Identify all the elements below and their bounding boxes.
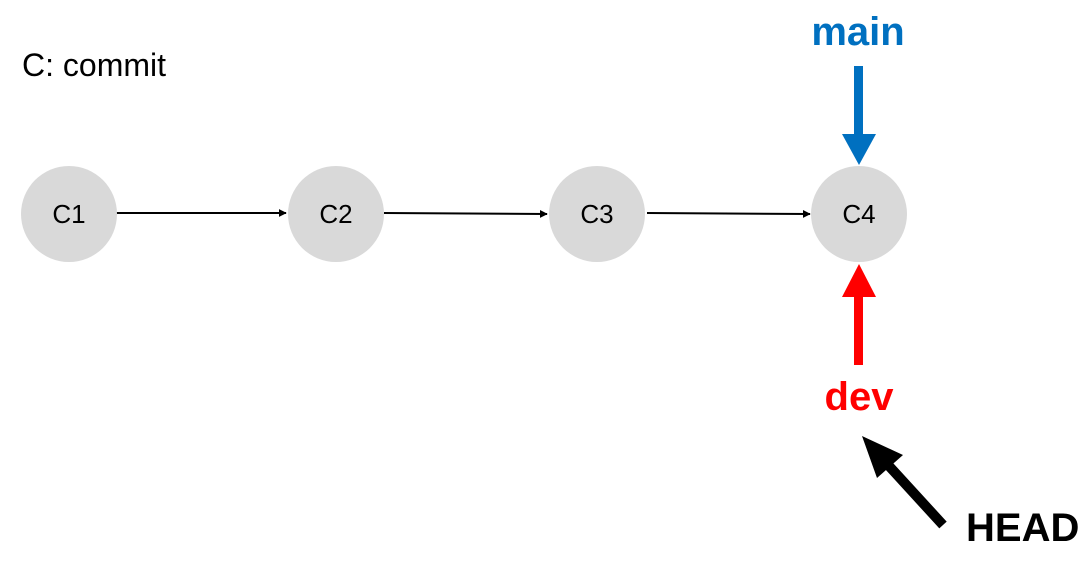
main-arrow-icon — [842, 66, 876, 165]
commit-node-c2: C2 — [288, 166, 384, 262]
branch-label-dev: dev — [825, 375, 895, 419]
commit-label: C4 — [842, 199, 875, 229]
head-label: HEAD — [966, 506, 1079, 550]
edge-c2-c3 — [383, 209, 548, 218]
commit-circle — [21, 166, 117, 262]
commit-label: C1 — [52, 199, 85, 229]
edge-c3-c4 — [646, 209, 811, 218]
head-arrow-icon — [862, 436, 947, 529]
commit-node-c3: C3 — [549, 166, 645, 262]
commit-label: C3 — [580, 199, 613, 229]
branch-label-main: main — [811, 10, 904, 54]
dev-arrow-icon — [842, 264, 876, 365]
legend-text: C: commit — [22, 47, 166, 83]
commit-node-c4: C4 — [811, 166, 907, 262]
commit-circle — [288, 166, 384, 262]
commit-node-c1: C1 — [21, 166, 117, 262]
commit-circle — [549, 166, 645, 262]
commit-circle — [811, 166, 907, 262]
commit-label: C2 — [319, 199, 352, 229]
